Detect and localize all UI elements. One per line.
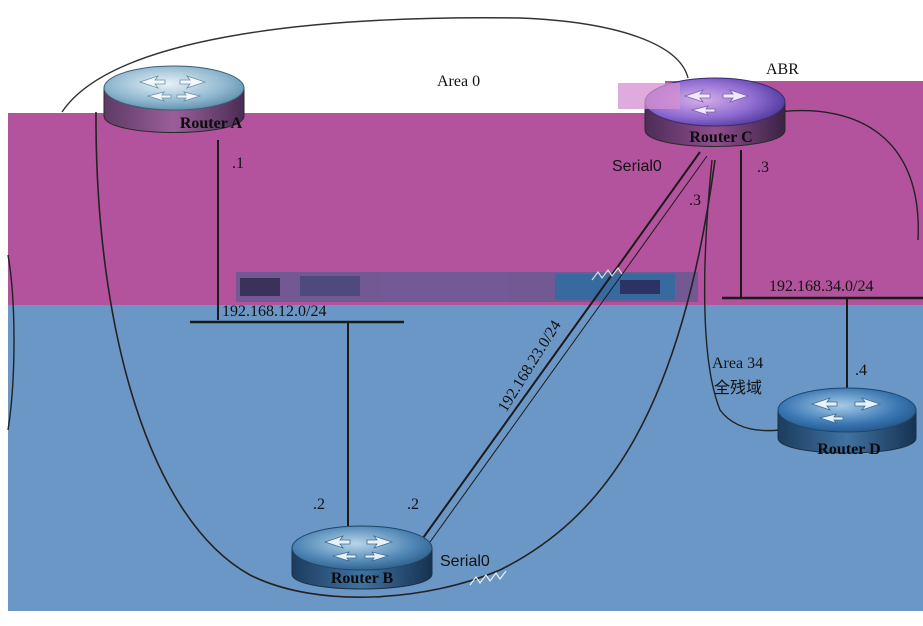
- serial0-c-label: Serial0: [612, 158, 662, 175]
- area34-boundary-curve: [769, 109, 919, 241]
- serial-squiggle-c: [591, 266, 623, 281]
- net34-label: 192.168.34.0/24: [769, 278, 873, 295]
- ip-d-label: .4: [855, 362, 867, 379]
- router-a: Router A: [103, 65, 245, 133]
- router-arrows-icon: [683, 89, 750, 116]
- abr-label: ABR: [766, 61, 799, 78]
- area34-label-line1: Area 34: [712, 355, 763, 372]
- serial-link-b-c-2: [429, 155, 708, 543]
- router-top: [777, 387, 917, 433]
- area0-boundary-curve: [61, 17, 689, 113]
- area-boundary-lower-curve: [95, 111, 716, 598]
- net12-label: 192.168.12.0/24: [222, 303, 326, 320]
- router-arrows-icon: [138, 75, 207, 102]
- left-edge-curve: [7, 254, 15, 431]
- router-c-glitch: [618, 83, 680, 109]
- ip-c-left-label: .3: [689, 192, 701, 209]
- serial-squiggle-b: [469, 570, 507, 586]
- router-arrows-icon: [810, 397, 882, 424]
- ip-b-right-label: .2: [407, 496, 419, 513]
- router-d-label: Router D: [817, 441, 880, 458]
- area34-inner-curve: [703, 159, 781, 432]
- area0-label: Area 0: [437, 73, 480, 90]
- router-d: Router D: [777, 387, 917, 458]
- router-a-label: Router A: [180, 115, 243, 132]
- serial-link-b-c-1: [422, 151, 701, 539]
- router-b-label: Router B: [331, 570, 394, 587]
- serial0-b-label: Serial0: [440, 553, 490, 570]
- router-c: Router C: [618, 77, 786, 147]
- router-top: [103, 65, 245, 111]
- ip-b-left-label: .2: [313, 496, 325, 513]
- render-artifact-strip: [236, 272, 698, 302]
- router-top: [291, 525, 433, 571]
- router-arrows-icon: [323, 535, 394, 562]
- area-lower-band: [8, 305, 923, 611]
- ip-a-label: .1: [232, 155, 244, 172]
- area34-label-line2: 全残域: [714, 379, 762, 397]
- router-b: Router B: [291, 525, 433, 590]
- router-c-label: Router C: [689, 129, 752, 146]
- ip-c-right-label: .3: [757, 159, 769, 176]
